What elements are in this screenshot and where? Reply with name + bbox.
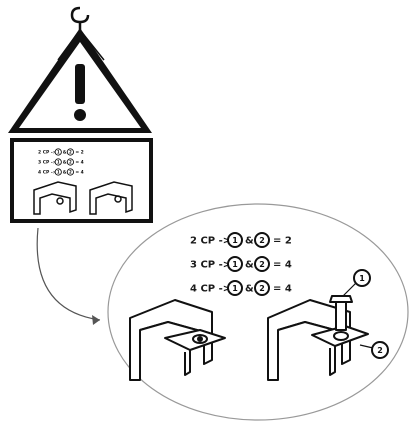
callout-number: 2 bbox=[69, 149, 72, 154]
formula-result: = 4 bbox=[75, 170, 83, 176]
formula-result: = 2 bbox=[75, 150, 83, 156]
formula-ampersand: & bbox=[63, 160, 67, 166]
formula-prefix: 2 CP -> bbox=[190, 236, 231, 247]
curved-arrow-icon bbox=[36, 227, 101, 321]
callout-circle bbox=[254, 232, 270, 248]
callout-number: 2 bbox=[259, 236, 265, 245]
callout-circle bbox=[66, 158, 75, 166]
callout-number: 2 bbox=[69, 159, 72, 164]
formula-row: 3 CP ->1&2= 4 bbox=[38, 158, 84, 166]
callout-circle bbox=[227, 232, 243, 248]
callout-bolt-number: 1 bbox=[359, 274, 365, 283]
callout-number: 1 bbox=[232, 284, 238, 293]
formula-prefix: 4 CP -> bbox=[38, 170, 57, 176]
formula-result: = 4 bbox=[75, 160, 83, 166]
formula-ampersand: & bbox=[63, 150, 67, 156]
callout-number: 1 bbox=[57, 149, 60, 154]
formula-ampersand: & bbox=[245, 260, 254, 271]
callout-bolt: 1 bbox=[342, 269, 371, 297]
callout-channel: 2 bbox=[359, 341, 389, 359]
formula-row: 4 CP ->1&2 = 4 bbox=[190, 280, 292, 296]
mini-instruction-panel: 2 CP ->1&2= 23 CP ->1&2= 44 CP ->1&2= 4 bbox=[10, 138, 153, 223]
formula-list: 2 CP ->1&2= 23 CP ->1&2= 44 CP ->1&2= 4 bbox=[190, 232, 292, 296]
left-channel-bracket bbox=[129, 299, 226, 381]
formula-prefix: 2 CP -> bbox=[38, 150, 57, 156]
callout-number: 1 bbox=[232, 236, 238, 245]
formula-row: 2 CP ->1&2 = 2 bbox=[190, 232, 292, 248]
callout-circle bbox=[66, 148, 75, 156]
right-channel-bracket bbox=[267, 295, 369, 381]
formula-ampersand: & bbox=[63, 170, 67, 176]
callout-circle bbox=[54, 168, 62, 176]
formula-row: 2 CP ->1&2= 2 bbox=[38, 148, 84, 156]
formula-row: 4 CP ->1&2= 4 bbox=[38, 168, 84, 176]
formula-prefix: 4 CP -> bbox=[190, 284, 231, 295]
callout-number: 2 bbox=[259, 284, 265, 293]
formula-row: 3 CP ->1&2 = 4 bbox=[190, 256, 292, 272]
formula-ampersand: & bbox=[245, 284, 254, 295]
formula-result: = 4 bbox=[273, 284, 292, 295]
callout-channel-number: 2 bbox=[377, 346, 383, 355]
formula-prefix: 3 CP -> bbox=[38, 160, 57, 166]
callout-circle bbox=[227, 280, 243, 296]
formula-result: = 2 bbox=[273, 236, 292, 247]
callout-number: 2 bbox=[69, 169, 72, 174]
formula-ampersand: & bbox=[245, 236, 254, 247]
formula-result: = 4 bbox=[273, 260, 292, 271]
callout-circle bbox=[54, 148, 62, 156]
callout-number: 1 bbox=[57, 159, 60, 164]
warning-triangle-icon bbox=[8, 28, 152, 133]
callout-number: 2 bbox=[259, 260, 265, 269]
callout-number: 1 bbox=[57, 169, 60, 174]
callout-number: 1 bbox=[232, 260, 238, 269]
callout-circle bbox=[66, 168, 75, 176]
callout-circle bbox=[54, 158, 62, 166]
formula-prefix: 3 CP -> bbox=[190, 260, 231, 271]
callout-circle bbox=[254, 256, 270, 272]
callout-circle bbox=[254, 280, 270, 296]
callout-circle bbox=[227, 256, 243, 272]
